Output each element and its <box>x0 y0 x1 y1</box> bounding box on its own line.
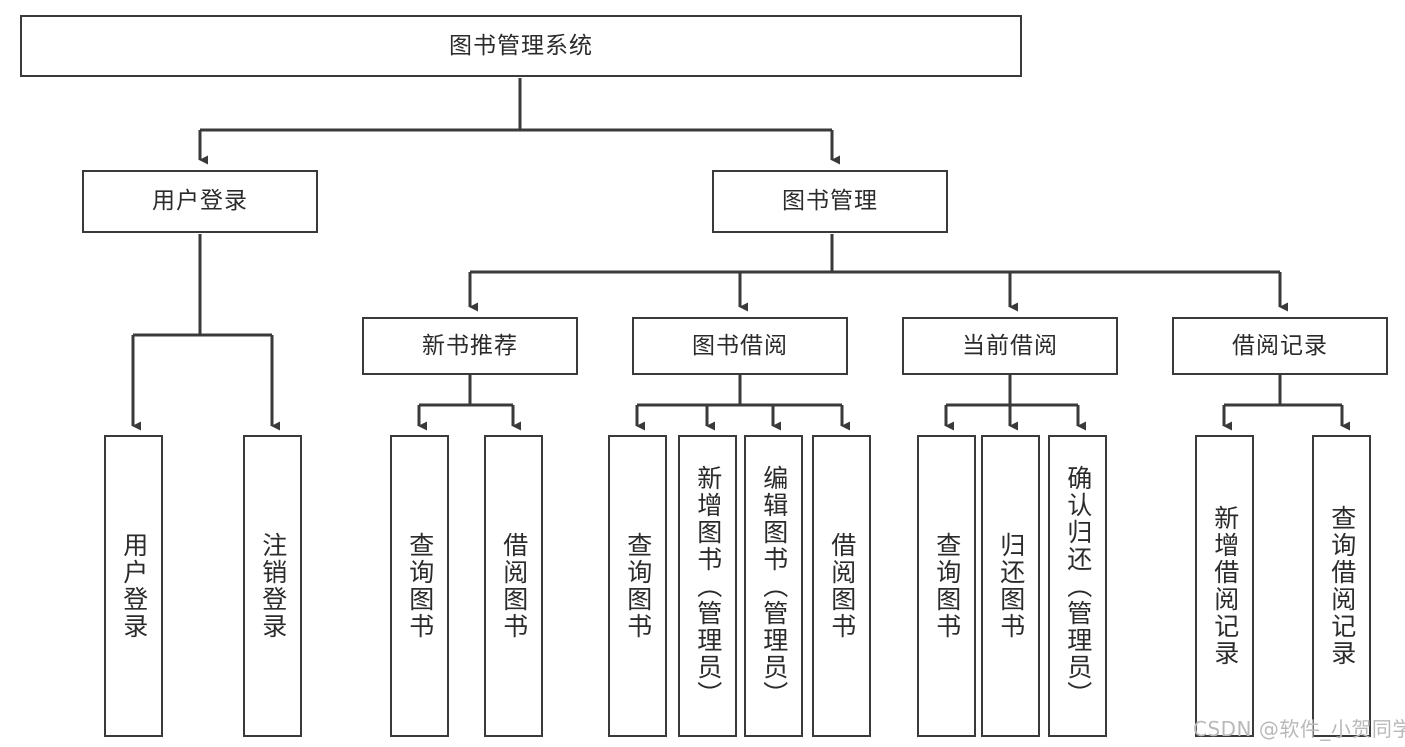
node-leaf-add-book[interactable]: 新增图书（管理员） <box>678 435 737 737</box>
node-leaf-query-book-2-label: 查询图书 <box>623 532 653 640</box>
node-book-manage-label: 图书管理 <box>782 188 878 215</box>
node-new-book-recommend[interactable]: 新书推荐 <box>362 317 578 375</box>
node-user-login-label: 用户登录 <box>152 188 248 215</box>
node-leaf-logout-label: 注销登录 <box>258 532 288 640</box>
node-leaf-confirm-return[interactable]: 确认归还（管理员） <box>1048 435 1107 737</box>
node-book-borrow-label: 图书借阅 <box>692 332 788 359</box>
node-leaf-user-login-label: 用户登录 <box>119 532 149 640</box>
node-leaf-add-record-label: 新增借阅记录 <box>1210 505 1240 667</box>
node-root[interactable]: 图书管理系统 <box>20 15 1022 77</box>
edge-newbook-to-leaves <box>417 375 521 431</box>
node-leaf-borrow-book-1-label: 借阅图书 <box>499 532 529 640</box>
node-leaf-query-book-1[interactable]: 查询图书 <box>390 435 449 737</box>
node-leaf-edit-book-label: 编辑图书（管理员） <box>759 464 789 708</box>
node-leaf-add-record[interactable]: 新增借阅记录 <box>1195 435 1254 737</box>
edge-userlogin-to-leaves <box>131 234 280 431</box>
node-book-manage[interactable]: 图书管理 <box>712 170 948 233</box>
node-leaf-query-record-label: 查询借阅记录 <box>1327 505 1357 667</box>
node-leaf-return-book-label: 归还图书 <box>996 532 1026 640</box>
edge-bookmanage-to-level2 <box>468 234 1288 312</box>
node-root-label: 图书管理系统 <box>449 32 593 59</box>
node-leaf-edit-book[interactable]: 编辑图书（管理员） <box>744 435 803 737</box>
node-current-borrow[interactable]: 当前借阅 <box>902 317 1118 375</box>
edge-bookborrow-to-leaves <box>635 375 850 431</box>
node-leaf-query-book-2[interactable]: 查询图书 <box>608 435 667 737</box>
node-leaf-query-book-1-label: 查询图书 <box>405 532 435 640</box>
node-user-login[interactable]: 用户登录 <box>82 170 318 233</box>
node-book-borrow[interactable]: 图书借阅 <box>632 317 848 375</box>
edge-currentborrow-to-leaves <box>944 375 1086 431</box>
csdn-watermark: CSDN @软件_小贺同学 <box>1193 717 1405 741</box>
node-leaf-query-book-3-label: 查询图书 <box>932 532 962 640</box>
node-current-borrow-label: 当前借阅 <box>962 332 1058 359</box>
edge-borrowrecord-to-leaves <box>1222 375 1350 431</box>
node-leaf-query-book-3[interactable]: 查询图书 <box>917 435 976 737</box>
node-borrow-record-label: 借阅记录 <box>1232 332 1328 359</box>
node-leaf-borrow-book-2-label: 借阅图书 <box>827 532 857 640</box>
node-leaf-query-record[interactable]: 查询借阅记录 <box>1312 435 1371 737</box>
edge-root-to-level1 <box>198 78 840 165</box>
node-leaf-borrow-book-2[interactable]: 借阅图书 <box>812 435 871 737</box>
node-leaf-borrow-book-1[interactable]: 借阅图书 <box>484 435 543 737</box>
node-leaf-confirm-return-label: 确认归还（管理员） <box>1063 464 1093 708</box>
node-borrow-record[interactable]: 借阅记录 <box>1172 317 1388 375</box>
node-new-book-recommend-label: 新书推荐 <box>422 332 518 359</box>
node-leaf-add-book-label: 新增图书（管理员） <box>693 464 723 708</box>
node-leaf-user-login[interactable]: 用户登录 <box>104 435 163 737</box>
node-leaf-logout[interactable]: 注销登录 <box>243 435 302 737</box>
node-leaf-return-book[interactable]: 归还图书 <box>981 435 1040 737</box>
